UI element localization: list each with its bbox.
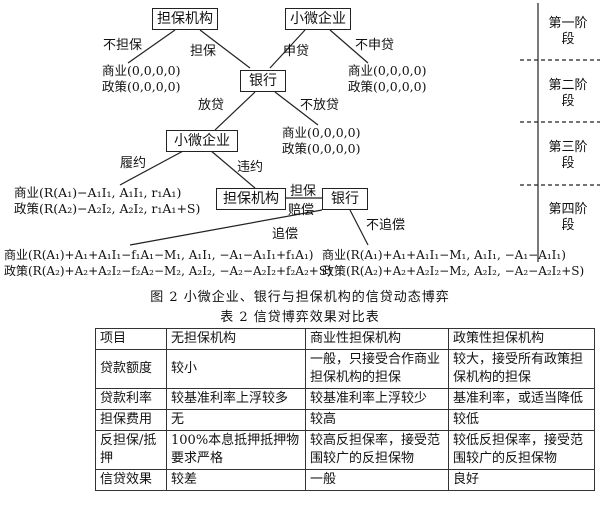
edge-label-no-lend: 不放贷 bbox=[300, 98, 340, 113]
table-cell: 信贷效果 bbox=[95, 469, 167, 491]
payoff-6-policy: 政策(R(A₂)+A₂+A₂I₂−M₂, A₂I₂, −A₂−A₂I₂+S) bbox=[322, 264, 585, 278]
stage-4: 第四阶段 bbox=[548, 202, 588, 233]
table-cell: 较基准利率上浮较少 bbox=[305, 388, 449, 410]
table-cell: 较差 bbox=[166, 469, 306, 491]
edge-recover bbox=[129, 209, 323, 246]
table-header-row: 项目 无担保机构 商业性担保机构 政策性担保机构 bbox=[95, 328, 595, 350]
edge-perform bbox=[119, 149, 186, 186]
node-bank-mid: 银行 bbox=[240, 70, 286, 92]
payoff-3-commercial: 商业(0,0,0,0) bbox=[282, 125, 361, 140]
payoff-4-commercial: 商业(R(A₁)−A₁I₁, A₁I₁, r₁A₁) bbox=[14, 185, 182, 200]
table-row: 反担保/抵押 100%本息抵押抵押物要求严格 较高反担保率，接受范围较广的反担保… bbox=[95, 430, 595, 470]
edge-label-apply: 申贷 bbox=[283, 44, 310, 59]
edge-label-no-apply: 不申贷 bbox=[355, 38, 395, 53]
payoff-1-policy: 政策(0,0,0,0) bbox=[102, 79, 181, 94]
table-cell: 贷款额度 bbox=[95, 349, 167, 389]
edge-label-lend: 放贷 bbox=[198, 98, 225, 113]
stage-1: 第一阶段 bbox=[548, 16, 588, 47]
payoff-4-policy: 政策(R(A₂)−A₂I₂, A₂I₂, r₁A₁+S) bbox=[14, 201, 201, 216]
header-cell: 项目 bbox=[95, 328, 167, 350]
table-cell: 较高反担保率，接受范围较广的反担保物 bbox=[305, 430, 449, 470]
edge-default bbox=[209, 149, 256, 189]
payoff-2-policy: 政策(0,0,0,0) bbox=[348, 79, 427, 94]
table-cell: 一般 bbox=[305, 469, 449, 491]
edge-label-recover: 追偿 bbox=[272, 227, 299, 242]
payoff-5-commercial: 商业(R(A₁)+A₁+A₁I₁−f₁A₁−M₁, A₁I₁, −A₁−A₁I₁… bbox=[4, 248, 314, 262]
node-bank-low: 银行 bbox=[322, 188, 368, 210]
edge-label-perform: 履约 bbox=[120, 156, 147, 171]
edge-label-guarantee-comp: 担保 bbox=[290, 184, 317, 199]
edge-guarantee bbox=[199, 29, 251, 69]
table-cell: 较小 bbox=[166, 349, 306, 389]
edge-no-apply bbox=[329, 29, 369, 64]
diagram-connectors bbox=[119, 3, 600, 262]
node-guarantor-low: 担保机构 bbox=[216, 188, 286, 210]
table-row: 信贷效果 较差 一般 良好 bbox=[95, 469, 595, 491]
edge-label-no-recover: 不追偿 bbox=[366, 218, 406, 233]
table-cell: 一般，只接受合作商业担保机构的担保 bbox=[305, 349, 449, 389]
table-row: 贷款利率 较基准利率上浮较多 较基准利率上浮较少 基准利率，或适当降低 bbox=[95, 388, 595, 410]
table-cell: 较基准利率上浮较多 bbox=[166, 388, 306, 410]
payoff-5-policy: 政策(R(A₂)+A₂+A₂I₂−f₂A₂−M₂, A₂I₂, −A₂−A₂I₂… bbox=[4, 264, 332, 278]
node-microfirm-top: 小微企业 bbox=[285, 8, 351, 30]
table-cell: 100%本息抵押抵押物要求严格 bbox=[166, 430, 306, 470]
table-cell: 较高 bbox=[305, 409, 449, 431]
edge-label-compensate: 赔偿 bbox=[288, 203, 315, 218]
edge-label-guarantee: 担保 bbox=[190, 44, 217, 59]
table-row: 贷款额度 较小 一般，只接受合作商业担保机构的担保 较大，接受所有政策担保机构的… bbox=[95, 349, 595, 389]
payoff-1-commercial: 商业(0,0,0,0) bbox=[102, 63, 181, 78]
node-microfirm-mid: 小微企业 bbox=[166, 130, 238, 152]
edge-no-guarantee bbox=[127, 29, 176, 64]
payoff-6-commercial: 商业(R(A₁)+A₁+A₁I₁−M₁, A₁I₁, −A₁−A₁I₁) bbox=[322, 248, 566, 262]
stage-3: 第三阶段 bbox=[548, 140, 588, 171]
table-cell: 良好 bbox=[448, 469, 595, 491]
edge-label-no-guarantee: 不担保 bbox=[103, 38, 143, 53]
comparison-table: 项目 无担保机构 商业性担保机构 政策性担保机构 贷款额度 较小 一般，只接受合… bbox=[95, 328, 595, 491]
table-caption: 表 2 信贷博弈效果对比表 bbox=[220, 310, 380, 325]
table-cell: 反担保/抵押 bbox=[95, 430, 167, 470]
table-cell: 较低 bbox=[448, 409, 595, 431]
header-cell: 商业性担保机构 bbox=[305, 328, 449, 350]
table-cell: 较低反担保率，接受范围较广的反担保物 bbox=[448, 430, 595, 470]
payoff-2-commercial: 商业(0,0,0,0) bbox=[348, 63, 427, 78]
edge-label-default: 违约 bbox=[237, 160, 264, 175]
header-cell: 政策性担保机构 bbox=[448, 328, 595, 350]
figure-caption: 图 2 小微企业、银行与担保机构的信贷动态博弈 bbox=[150, 290, 450, 305]
table-cell: 担保费用 bbox=[95, 409, 167, 431]
header-cell: 无担保机构 bbox=[166, 328, 306, 350]
edge-no-lend bbox=[274, 91, 319, 126]
table-row: 担保费用 无 较高 较低 bbox=[95, 409, 595, 431]
edge-no-recover bbox=[349, 209, 369, 246]
table-cell: 基准利率，或适当降低 bbox=[448, 388, 595, 410]
edge-lend bbox=[214, 91, 256, 131]
edge-apply bbox=[269, 29, 306, 69]
stage-2: 第二阶段 bbox=[548, 78, 588, 109]
table-cell: 无 bbox=[166, 409, 306, 431]
table-cell: 贷款利率 bbox=[95, 388, 167, 410]
node-guarantor-top: 担保机构 bbox=[152, 8, 218, 30]
payoff-3-policy: 政策(0,0,0,0) bbox=[282, 141, 361, 156]
table-cell: 较大，接受所有政策担保机构的担保 bbox=[448, 349, 595, 389]
